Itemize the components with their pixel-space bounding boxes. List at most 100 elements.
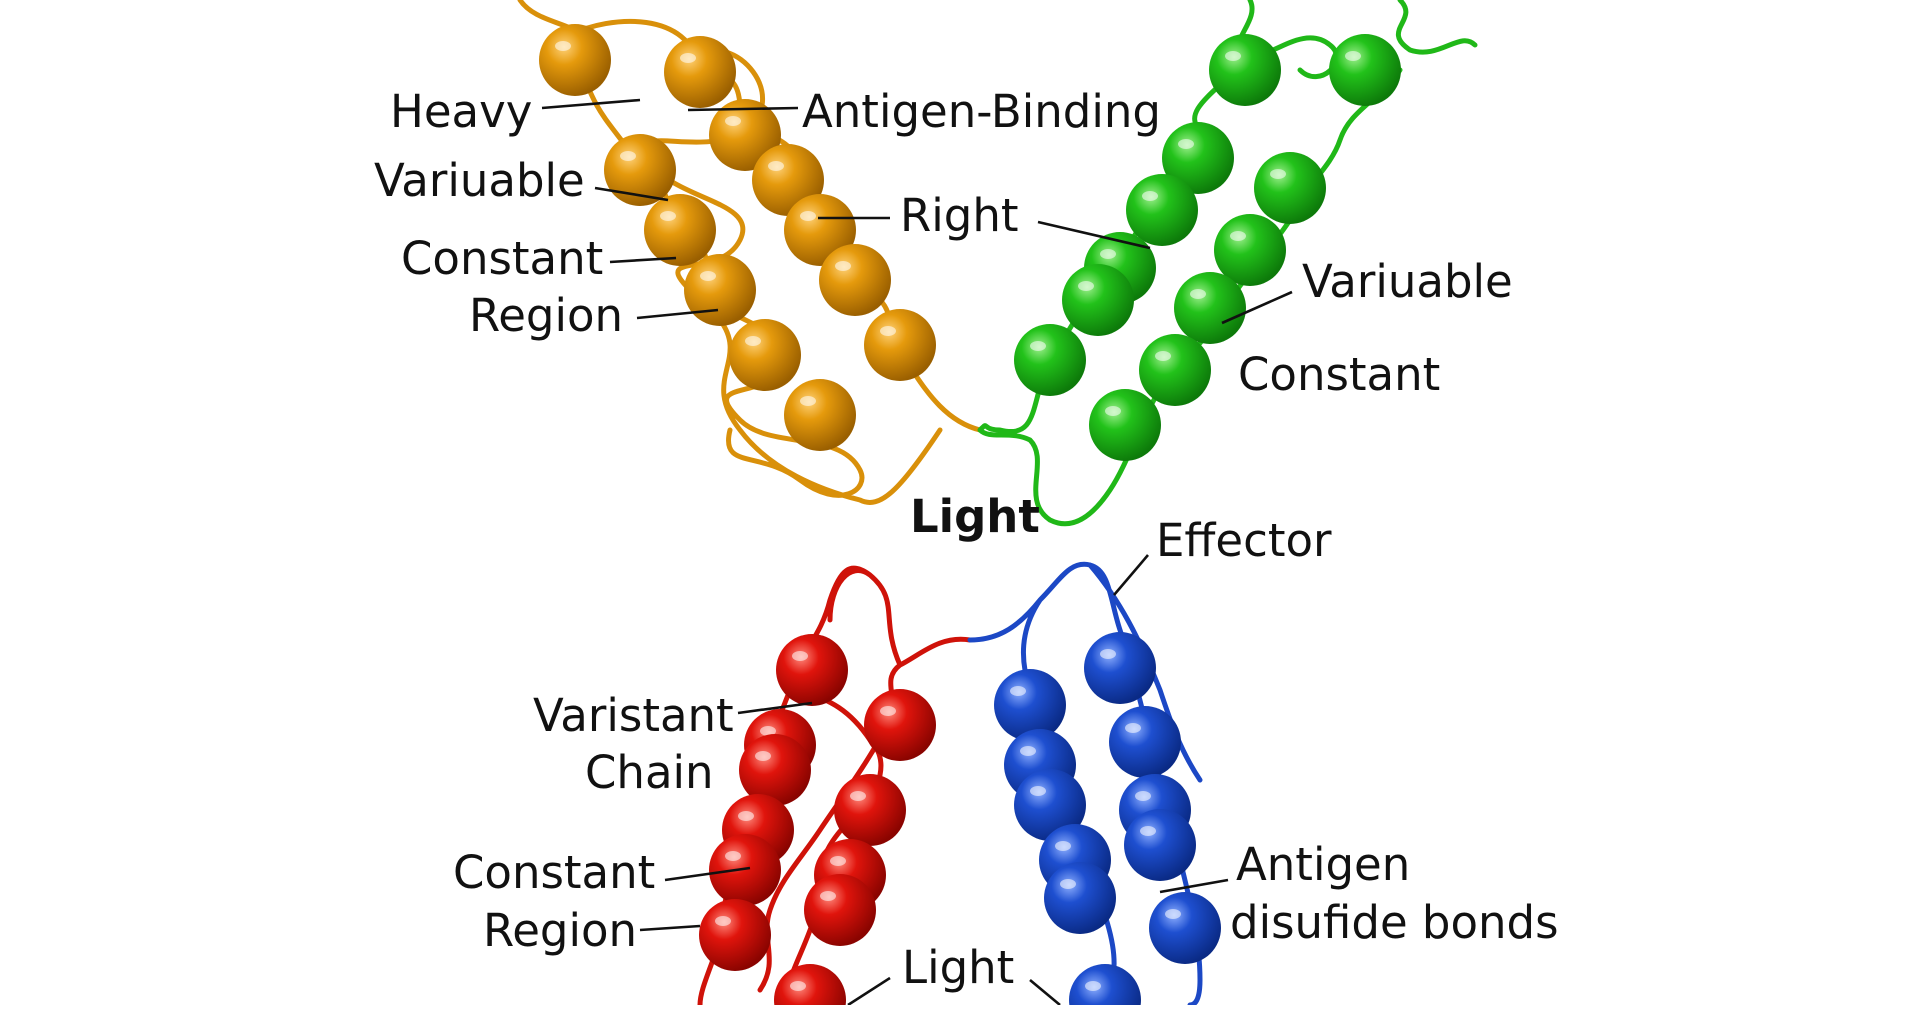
light-chain-left-sphere-highlight (725, 851, 741, 861)
heavy-chain-right-sphere (1162, 122, 1234, 194)
light-chain-left-sphere-highlight (760, 726, 776, 736)
light-chain-right-sphere-highlight (1125, 723, 1141, 733)
light-chain-right-sphere-highlight (1100, 649, 1116, 659)
leader-antigen-binding (687, 106, 799, 112)
heavy-chain-left-sphere (729, 319, 801, 391)
heavy-chain-left-sphere-highlight (880, 326, 896, 336)
leader-effector (1113, 554, 1149, 596)
light-chain-left-sphere-highlight (850, 791, 866, 801)
label-chain: Chain (585, 746, 714, 799)
label-heavy: Heavy (390, 85, 532, 138)
heavy-chain-left-sphere-highlight (768, 161, 784, 171)
light-chain-right-sphere (1109, 706, 1181, 778)
heavy-chain-right-sphere-highlight (1178, 139, 1194, 149)
label-varistant: Varistant (533, 689, 734, 742)
leader-constant-left (609, 256, 677, 264)
label-region-bottom: Region (483, 904, 637, 957)
light-chain-right-sphere-highlight (1020, 746, 1036, 756)
label-antigen-binding: Antigen-Binding (802, 85, 1161, 138)
light-chain-left-sphere-highlight (790, 981, 806, 991)
label-effector: Effector (1156, 514, 1332, 567)
heavy-chain-right-sphere (1174, 272, 1246, 344)
light-chain-left-sphere (776, 634, 848, 706)
light-chain-left-sphere (739, 734, 811, 806)
light-chain-right-sphere-highlight (1055, 841, 1071, 851)
heavy-chain-left-sphere-highlight (555, 41, 571, 51)
heavy-chain-left-sphere (604, 134, 676, 206)
light-chain-right-sphere-highlight (1030, 786, 1046, 796)
label-light-bottom: Light (902, 941, 1014, 994)
light-chain-right-sphere-highlight (1085, 981, 1101, 991)
leader-antigen (1159, 878, 1229, 894)
heavy-chain-right-sphere-highlight (1100, 249, 1116, 259)
heavy-chain-left-sphere-highlight (745, 336, 761, 346)
heavy-chain-left-sphere (784, 379, 856, 451)
leader-right-2 (1037, 220, 1151, 250)
leader-region-bottom (639, 924, 701, 932)
light-chain-right-sphere-highlight (1060, 879, 1076, 889)
light-chain-left-sphere-highlight (738, 811, 754, 821)
heavy-chain-right-sphere (1329, 34, 1401, 106)
heavy-chain-left-sphere-highlight (620, 151, 636, 161)
heavy-chain-right-sphere-highlight (1345, 51, 1361, 61)
leader-variuable-right (1221, 290, 1293, 325)
heavy-chain-right-sphere-highlight (1270, 169, 1286, 179)
heavy-chain-left-sphere (709, 99, 781, 171)
heavy-chain-left-sphere (784, 194, 856, 266)
heavy-chain-right-sphere-highlight (1030, 341, 1046, 351)
light-chain-right-sphere-highlight (1010, 686, 1026, 696)
heavy-chain-right-sphere-highlight (1155, 351, 1171, 361)
light-chain-left-sphere (834, 774, 906, 846)
light-chain-right-sphere (1044, 862, 1116, 934)
heavy-chain-right-sphere-highlight (1105, 406, 1121, 416)
heavy-chain-right-sphere (1209, 34, 1281, 106)
heavy-chain-left-sphere (684, 254, 756, 326)
diagram-labels: Heavy Variuable Constant Region Antigen-… (374, 85, 1559, 994)
heavy-chain-right-sphere-highlight (1078, 281, 1094, 291)
heavy-chain-right-sphere (1089, 389, 1161, 461)
light-chain-left-sphere (864, 689, 936, 761)
light-chain-right-sphere (1014, 769, 1086, 841)
heavy-chain-left-sphere-highlight (835, 261, 851, 271)
heavy-chain-right-sphere (1254, 152, 1326, 224)
heavy-chain-right-sphere (1214, 214, 1286, 286)
light-chain-left-sphere-highlight (830, 856, 846, 866)
label-leader-lines (541, 98, 1293, 1007)
light-chain-right-sphere (1069, 964, 1141, 1010)
heavy-chain-left-sphere-highlight (660, 211, 676, 221)
light-chain-left-sphere-highlight (755, 751, 771, 761)
light-chain-left-sphere-highlight (820, 891, 836, 901)
leader-constant-bottom (664, 866, 751, 882)
heavy-chain-left-sphere (664, 36, 736, 108)
leader-light-bottom-2 (1029, 979, 1061, 1006)
heavy-chain-left-sphere (539, 24, 611, 96)
light-chain-left-sphere-highlight (880, 706, 896, 716)
label-constant-bottom: Constant (453, 846, 655, 899)
heavy-chain-right-sphere (1126, 174, 1198, 246)
heavy-chain-right-sphere (1139, 334, 1211, 406)
heavy-chain-right-sphere (1062, 264, 1134, 336)
heavy-chain-left-sphere (819, 244, 891, 316)
label-constant-right: Constant (1238, 348, 1440, 401)
light-chain-left-sphere (699, 899, 771, 971)
light-chain-left-sphere-highlight (715, 916, 731, 926)
leader-region-left (636, 308, 719, 320)
heavy-chain-left-sphere-highlight (680, 53, 696, 63)
heavy-chain-left-sphere-highlight (725, 116, 741, 126)
heavy-chain-right-sphere-highlight (1190, 289, 1206, 299)
light-chain-left-sphere-highlight (792, 651, 808, 661)
light-chain-right-sphere-highlight (1135, 791, 1151, 801)
heavy-chain-right-sphere-highlight (1225, 51, 1241, 61)
heavy-chain-left-sphere-highlight (800, 211, 816, 221)
label-disulfide-bonds: disufide bonds (1230, 896, 1559, 949)
light-chain-right-sphere-highlight (1140, 826, 1156, 836)
light-chain-right-sphere (1084, 632, 1156, 704)
light-chain-right-sphere-highlight (1165, 909, 1181, 919)
light-chain-left-sphere (774, 964, 846, 1010)
label-right: Right (900, 189, 1019, 242)
label-antigen: Antigen (1236, 838, 1410, 891)
light-chain-left-sphere (804, 874, 876, 946)
heavy-chain-right-sphere (1014, 324, 1086, 396)
